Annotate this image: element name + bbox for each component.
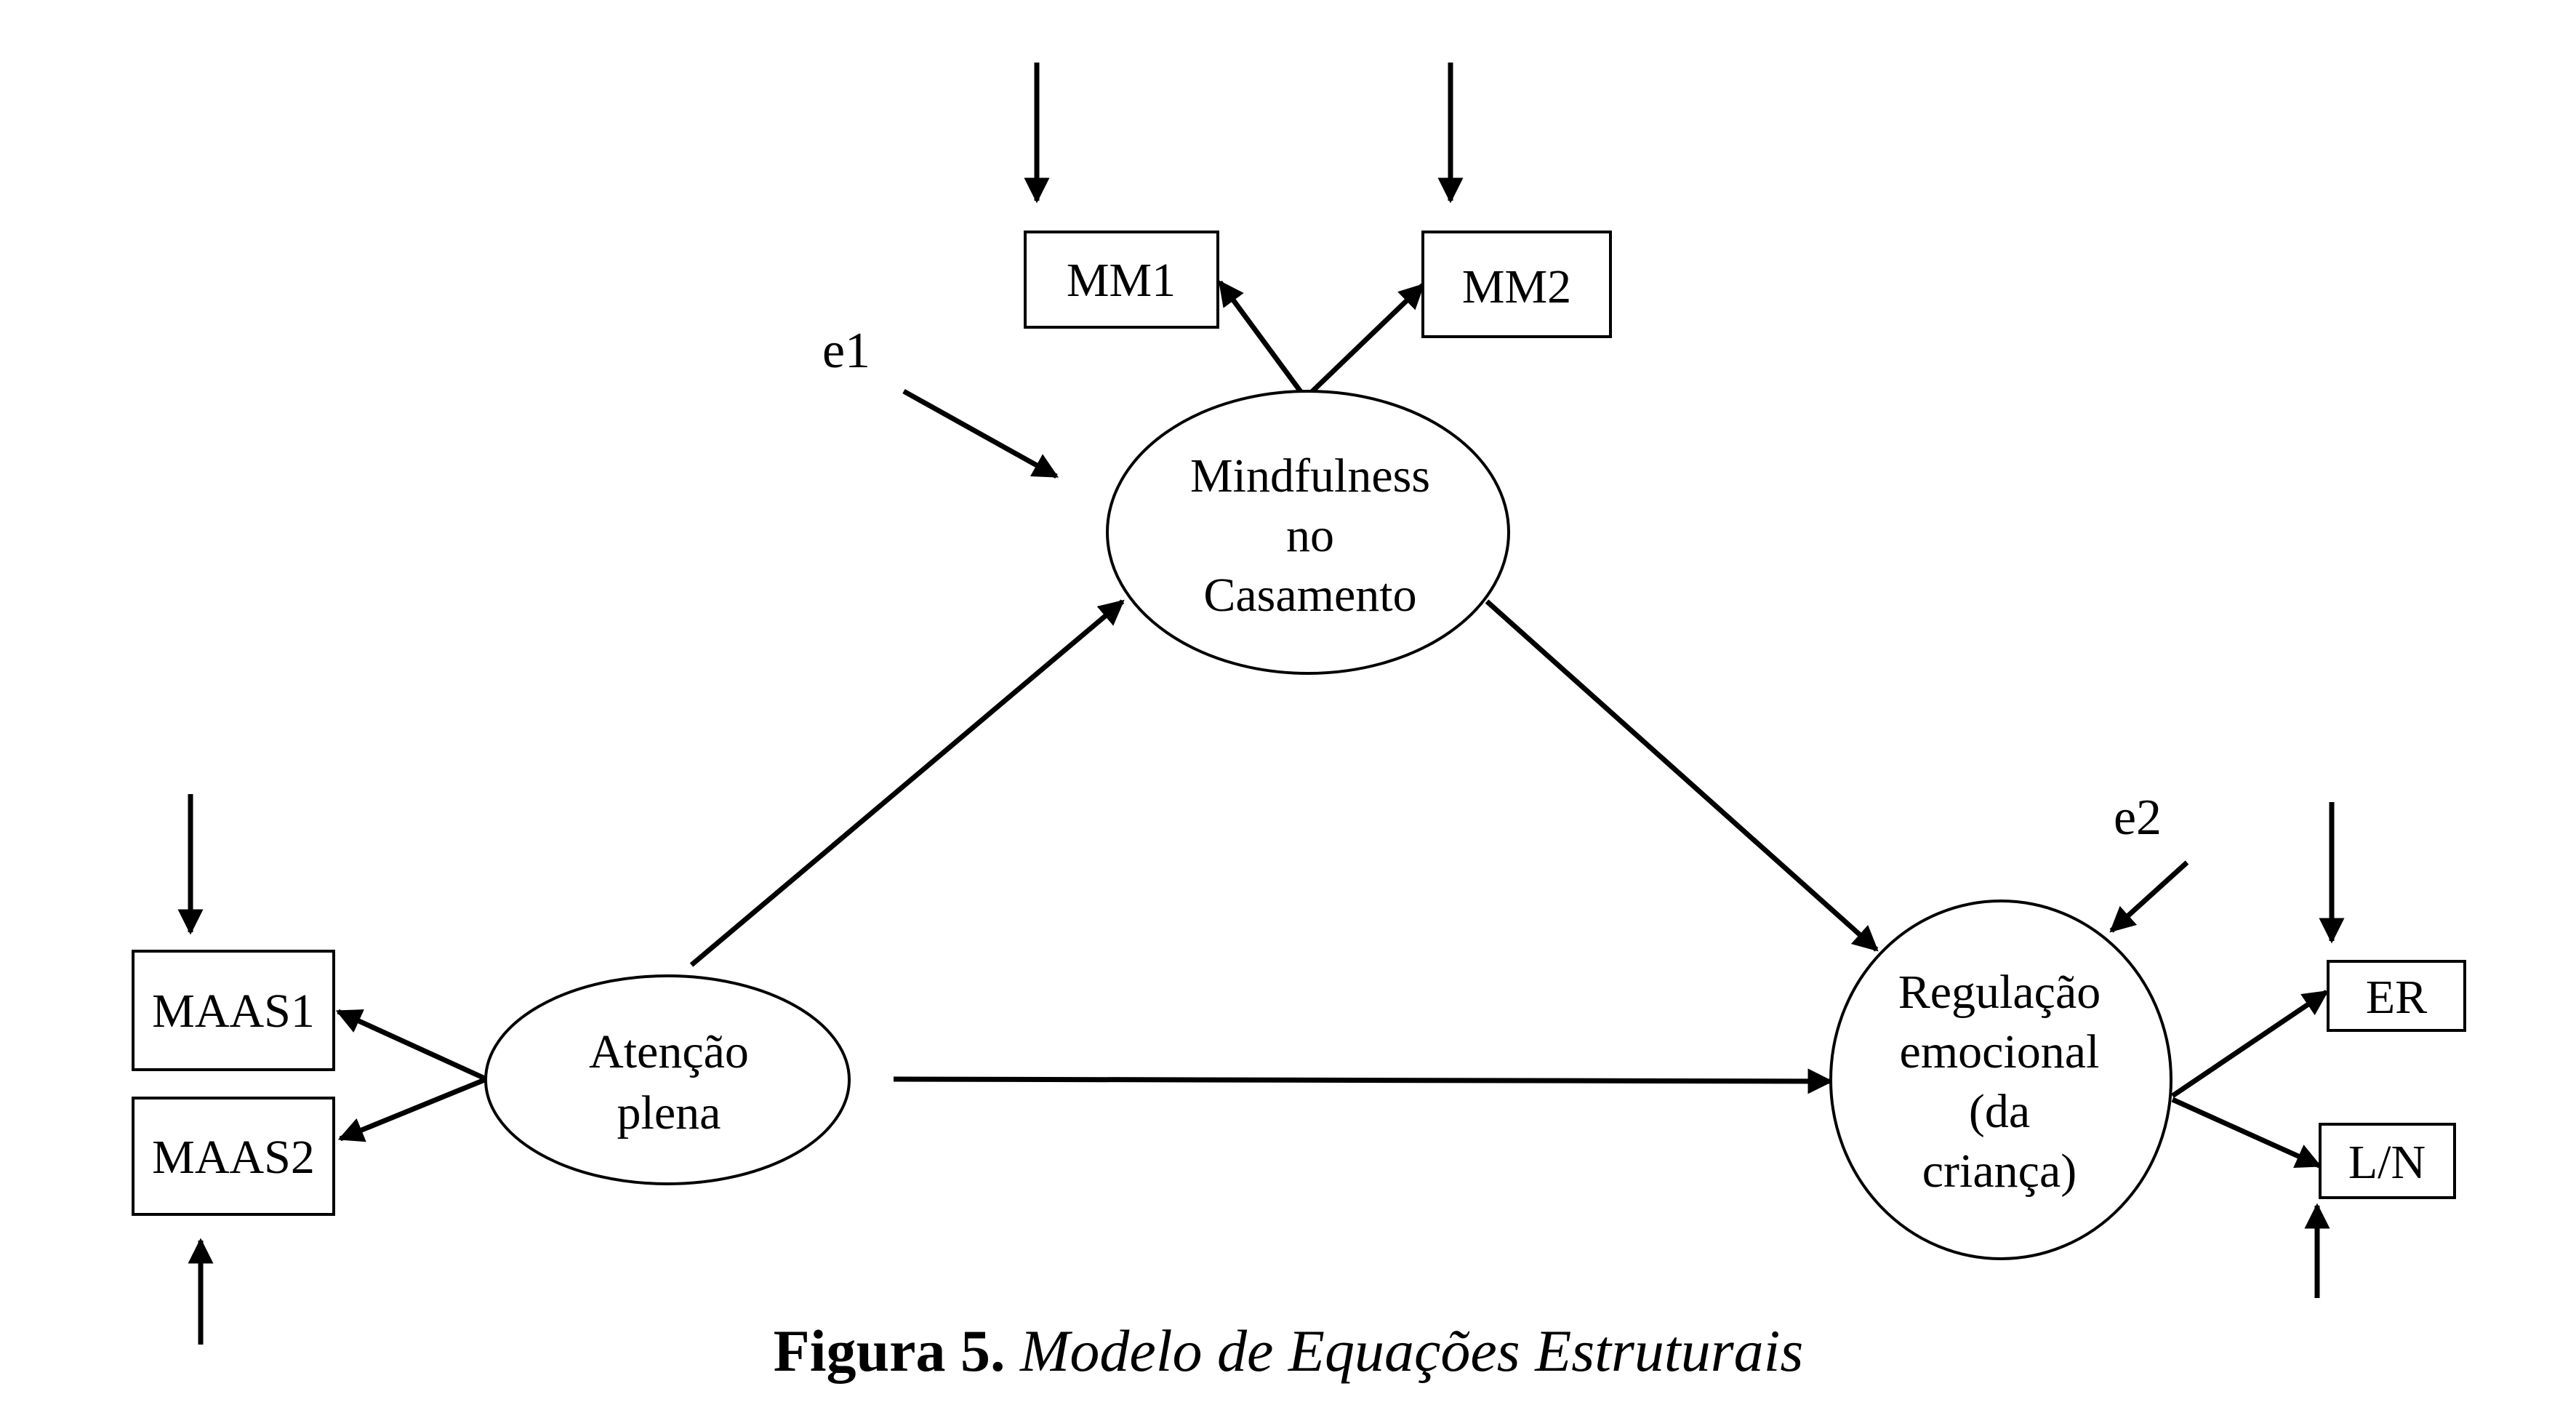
observed-er: ER (2327, 960, 2466, 1032)
e2-label: e2 (2114, 790, 2162, 846)
path-mindfulness-to-mm2 (1309, 283, 1425, 395)
observed-ln: L/N (2319, 1123, 2456, 1199)
mm2-label: MM2 (1462, 260, 1571, 313)
caption-prefix: Figura 5. (774, 1318, 1006, 1384)
observed-maas1: MAAS1 (132, 950, 335, 1071)
ln-label: L/N (2348, 1136, 2425, 1189)
mindfulness-label-line2: no (1286, 509, 1334, 562)
path-atencao-to-regulacao (893, 1068, 1834, 1094)
caption-title: Modelo de Equações Estruturais (1019, 1318, 1803, 1384)
regulacao-label-line4: criança) (1922, 1145, 2077, 1198)
latent-mindfulness: Mindfulness no Casamento (1106, 390, 1510, 675)
regulacao-label-line2: emocional (1900, 1025, 2100, 1078)
maas1-label: MAAS1 (152, 985, 315, 1038)
e1-label: e1 (822, 323, 870, 379)
maas2-label: MAAS2 (152, 1131, 315, 1184)
path-regulacao-to-ln (2171, 1097, 2322, 1169)
path-atencao-to-maas1 (335, 1009, 488, 1082)
path-atencao-to-maas2 (337, 1076, 488, 1142)
regulacao-label-line3: (da (1969, 1085, 2030, 1138)
error-arrow-e2 (2109, 860, 2189, 933)
figure-caption: Figura 5. Modelo de Equações Estruturais (774, 1318, 1804, 1384)
observed-mm2: MM2 (1421, 231, 1612, 338)
atencao-label-line1: Atenção (589, 1025, 749, 1078)
latent-regulacao: Regulação emocional (da criança) (1829, 900, 2172, 1260)
atencao-label-line2: plena (617, 1086, 721, 1139)
mm1-label: MM1 (1067, 254, 1176, 307)
path-mindfulness-to-mm1 (1218, 280, 1304, 395)
er-label: ER (2366, 971, 2427, 1024)
path-regulacao-to-er (2171, 990, 2329, 1098)
observed-mm1: MM1 (1024, 231, 1219, 329)
latent-atencao: Atenção plena (484, 974, 851, 1185)
mindfulness-label-line3: Casamento (1203, 569, 1416, 622)
regulacao-label-line1: Regulação (1898, 966, 2101, 1019)
error-arrow-e1 (902, 388, 1059, 479)
mindfulness-label-line1: Mindfulness (1190, 449, 1430, 502)
observed-maas2: MAAS2 (132, 1097, 335, 1216)
path-mindfulness-to-regulacao (1485, 599, 1879, 952)
path-atencao-to-mindfulness (689, 599, 1125, 967)
